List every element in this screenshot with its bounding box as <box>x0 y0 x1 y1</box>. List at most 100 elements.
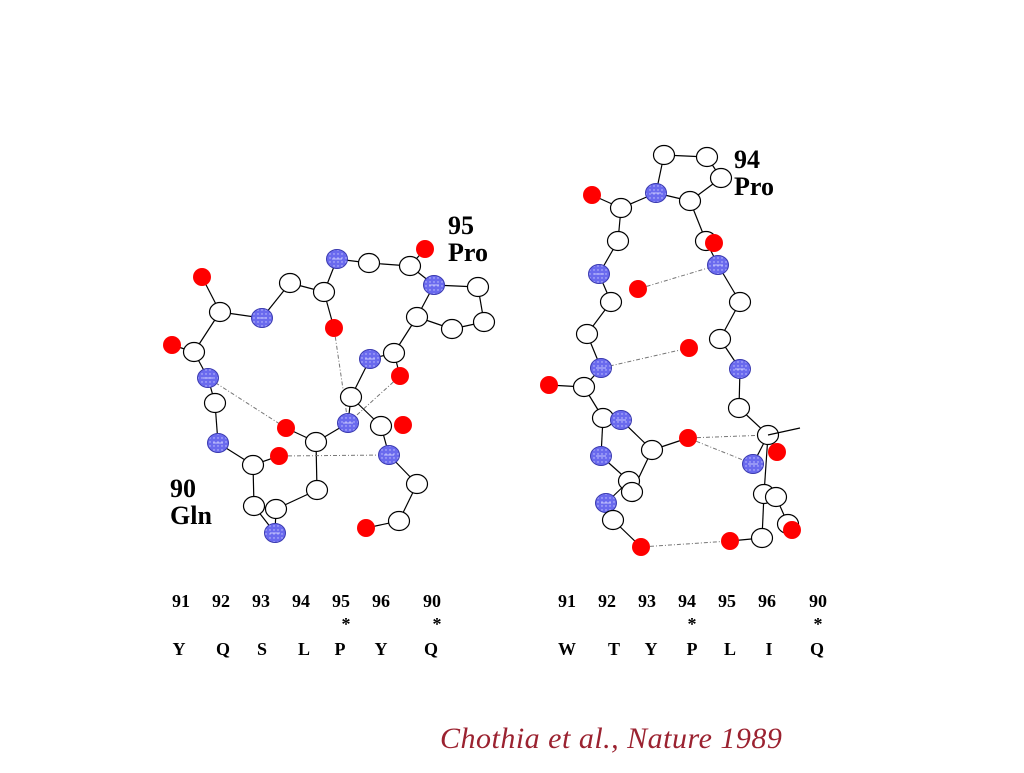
left-seq-number: 93 <box>252 591 270 611</box>
left-seq-letter: Q <box>423 639 438 659</box>
carbon-atom <box>652 144 676 166</box>
carbon-atom <box>440 318 464 340</box>
right-seq-number: 93 <box>638 591 656 611</box>
hydrogen-bond <box>640 540 731 548</box>
carbon-atom <box>382 342 406 364</box>
carbon-atom <box>606 230 630 252</box>
carbon-atom <box>357 252 381 274</box>
carbon-atom <box>339 386 363 408</box>
left-seq-letter: P <box>334 639 346 659</box>
left-seq-number: 91 <box>172 591 190 611</box>
right-seq-number: 95 <box>718 591 736 611</box>
left-seq-number: 95 <box>332 591 350 611</box>
left-bottom-residue-number: 90 <box>170 474 196 503</box>
hydrogen-bond <box>347 375 401 424</box>
right-seq-number: 94 <box>678 591 696 611</box>
carbon-atom <box>203 392 227 414</box>
right-seq-number: 91 <box>558 591 576 611</box>
left-seq-letter: S <box>256 639 267 659</box>
right-seq-star: * <box>687 614 697 634</box>
citation-text: Chothia et al., Nature 1989 <box>440 722 783 755</box>
right-seq-number: 92 <box>598 591 616 611</box>
carbon-atom <box>208 301 232 323</box>
left-seq-number: 96 <box>372 591 390 611</box>
hydrogen-bond <box>687 434 769 439</box>
carbon-atom <box>727 397 751 419</box>
right-top-residue-label: 94 Pro <box>734 146 774 201</box>
left-seq-letter: L <box>297 639 310 659</box>
right-seq-letter: Q <box>809 639 824 659</box>
right-seq-letter: Y <box>644 639 658 659</box>
right-seq-number: 90 <box>809 591 827 611</box>
hydrogen-bond <box>278 454 390 457</box>
oxygen-atom <box>270 447 288 465</box>
carbon-atom <box>264 498 288 520</box>
hydrogen-bond <box>637 264 719 290</box>
oxygen-atom <box>277 419 295 437</box>
oxygen-atom <box>680 339 698 357</box>
hydrogen-bond <box>207 377 287 429</box>
carbon-atom <box>572 376 596 398</box>
left-top-residue-label: 95 Pro <box>448 212 488 267</box>
covalent-bond <box>767 427 801 436</box>
left-top-residue-number: 95 <box>448 211 474 240</box>
carbon-atom <box>609 197 633 219</box>
right-seq-letter: P <box>686 639 698 659</box>
carbon-atom <box>182 341 206 363</box>
carbon-atom <box>405 306 429 328</box>
oxygen-atom <box>357 519 375 537</box>
oxygen-atom <box>193 268 211 286</box>
carbon-atom <box>599 291 623 313</box>
oxygen-atom <box>705 234 723 252</box>
right-loop-structure <box>540 144 801 556</box>
oxygen-atom <box>163 336 181 354</box>
carbon-atom <box>620 481 644 503</box>
hydrogen-bond <box>687 437 754 465</box>
oxygen-atom <box>391 367 409 385</box>
hydrogen-bond <box>333 327 349 424</box>
carbon-atom <box>242 495 266 517</box>
carbon-atom <box>708 328 732 350</box>
left-loop-structure <box>163 240 496 543</box>
right-seq-letter: T <box>607 639 620 659</box>
right-seq-number: 96 <box>758 591 776 611</box>
left-bottom-residue-name: Gln <box>170 501 212 531</box>
oxygen-atom <box>632 538 650 556</box>
left-bottom-residue-label: 90 Gln <box>170 475 212 530</box>
oxygen-atom <box>540 376 558 394</box>
carbon-atom <box>750 527 774 549</box>
left-seq-star: * <box>341 614 351 634</box>
oxygen-atom <box>768 443 786 461</box>
carbon-atom <box>575 323 599 345</box>
oxygen-atom <box>394 416 412 434</box>
carbon-atom <box>398 255 422 277</box>
left-top-residue-name: Pro <box>448 238 488 268</box>
oxygen-atom <box>629 280 647 298</box>
carbon-atom <box>764 486 788 508</box>
carbon-atom <box>640 439 664 461</box>
left-seq-number: 90 <box>423 591 441 611</box>
right-seq-letter: L <box>723 639 736 659</box>
oxygen-atom <box>416 240 434 258</box>
carbon-atom <box>695 146 719 168</box>
carbon-atom <box>278 272 302 294</box>
oxygen-atom <box>325 319 343 337</box>
oxygen-atom <box>721 532 739 550</box>
right-seq-star: * <box>813 614 823 634</box>
left-seq-number: 94 <box>292 591 310 611</box>
carbon-atom <box>405 473 429 495</box>
carbon-atom <box>466 276 490 298</box>
left-seq-letter: Y <box>374 639 388 659</box>
left-seq-letter: Q <box>215 639 230 659</box>
oxygen-atom <box>679 429 697 447</box>
carbon-atom <box>312 281 336 303</box>
left-seq-number: 92 <box>212 591 230 611</box>
carbon-atom <box>304 431 328 453</box>
right-top-residue-number: 94 <box>734 145 760 174</box>
left-seq-letter: Y <box>172 639 186 659</box>
carbon-atom <box>709 167 733 189</box>
oxygen-atom <box>783 521 801 539</box>
carbon-atom <box>305 479 329 501</box>
